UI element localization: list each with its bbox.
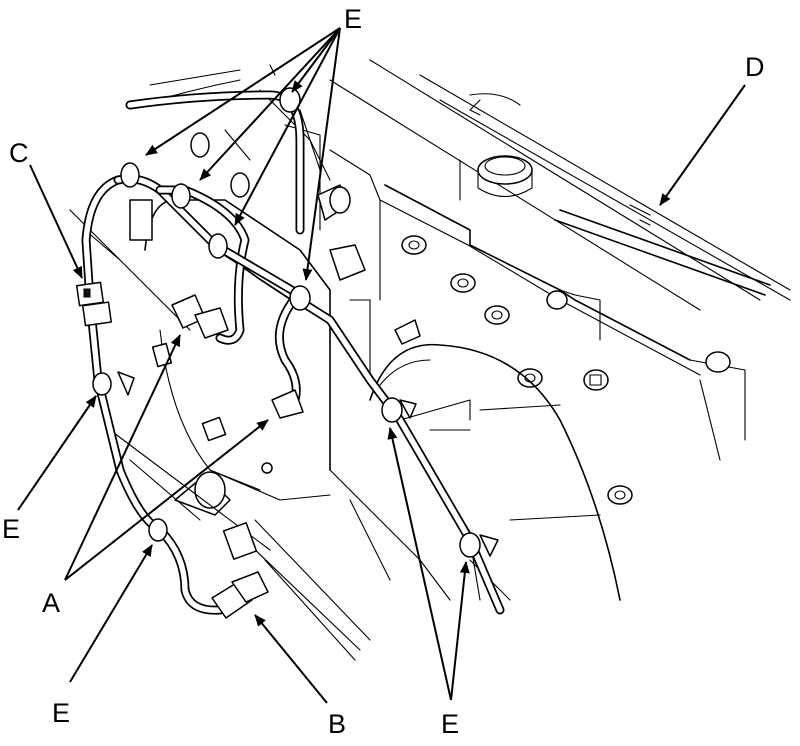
callout-label-e-bottom-right: E <box>441 709 459 739</box>
callout-label-d: D <box>745 52 765 82</box>
connector-misc <box>129 199 366 442</box>
callout-leader-lines <box>17 27 746 704</box>
bolt-washer <box>401 235 731 505</box>
connector-b <box>211 522 269 619</box>
connector-c <box>75 281 113 327</box>
callout-label-e-bottom-left: E <box>52 698 70 728</box>
callout-label-e-left: E <box>2 514 20 544</box>
callout-label-b: B <box>328 709 346 739</box>
wiring-harness <box>81 90 505 615</box>
callout-label-e-top: E <box>344 4 362 34</box>
engine-block-outline <box>69 59 791 661</box>
callout-label-c: C <box>9 138 29 168</box>
callout-label-a: A <box>42 588 60 618</box>
harness-clamp-e <box>92 87 499 558</box>
connector-a <box>171 294 421 419</box>
